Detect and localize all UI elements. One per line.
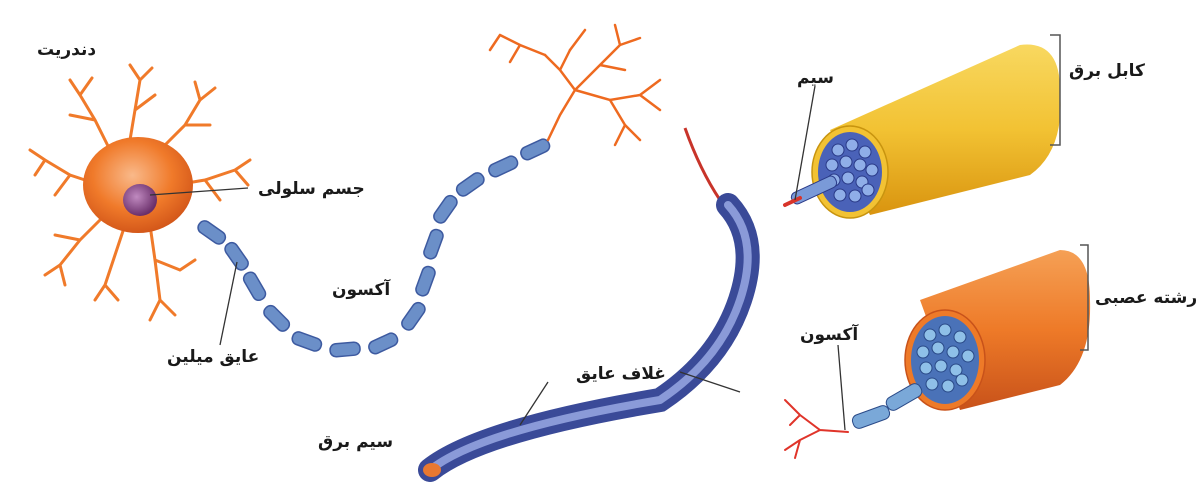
- nerve-fiber-shape: [785, 245, 1090, 458]
- label-electric-cable: کابل برق: [1069, 63, 1145, 80]
- label-axon-bundle: آکسون: [800, 327, 858, 344]
- nucleus-shape: [123, 184, 157, 216]
- axon-terminal: [490, 25, 660, 145]
- label-wire: سیم: [797, 70, 834, 87]
- electric-cable-shape: [785, 35, 1061, 218]
- wire-core-top: [685, 128, 720, 200]
- label-electric-wire: سیم برق: [318, 434, 393, 451]
- label-insulation-sheath: غلاف عایق: [576, 366, 666, 383]
- label-myelin: عایق میلین: [167, 349, 259, 366]
- label-axon-main: آکسون: [332, 282, 390, 299]
- label-nerve-fiber: رشته عصبی: [1095, 290, 1197, 307]
- myelinated-axon: [196, 137, 552, 357]
- label-dendrite: دندریت: [37, 42, 96, 59]
- wire-tip: [423, 463, 441, 477]
- sheath-highlight: [430, 205, 748, 470]
- insulation-sheath-shape: [430, 205, 748, 470]
- label-cell-body: جسم سلولی: [258, 181, 365, 198]
